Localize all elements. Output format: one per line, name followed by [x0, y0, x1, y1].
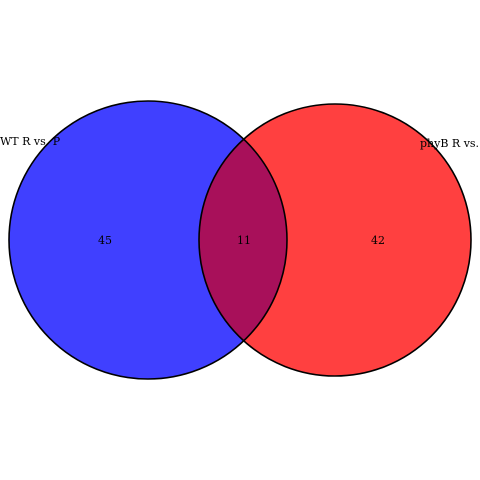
count-intersection: 11	[237, 234, 251, 247]
intersection-region	[199, 104, 287, 376]
set-a-label: WT R vs. P	[0, 135, 61, 148]
set-a-outline	[8, 100, 288, 380]
count-only-a: 45	[98, 234, 112, 247]
set-b-label: phyB R vs. P	[420, 137, 480, 150]
set-b-outline	[198, 103, 472, 377]
count-only-b: 42	[371, 234, 385, 247]
